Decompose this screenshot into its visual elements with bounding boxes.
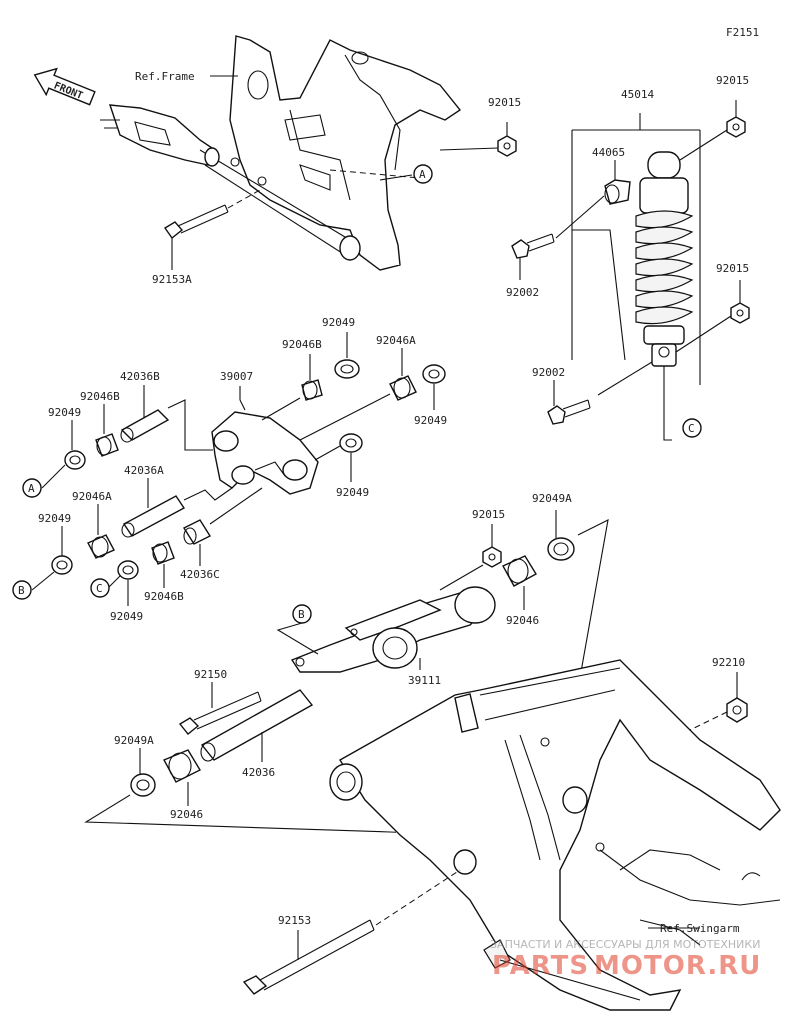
bearing-92046A-left bbox=[87, 504, 115, 559]
svg-text:C: C bbox=[96, 582, 103, 595]
svg-text:A: A bbox=[28, 482, 35, 495]
label-92015-right-mid: 92015 bbox=[716, 262, 749, 275]
bolt-92002-top bbox=[511, 195, 605, 280]
bolt-92150 bbox=[178, 682, 262, 735]
seal-92049-right-b bbox=[314, 433, 363, 482]
seal-92049A-center bbox=[547, 510, 575, 561]
nut-92015-right-mid bbox=[675, 280, 750, 353]
label-92046B-top: 92046B bbox=[282, 338, 322, 351]
label-42036: 42036 bbox=[242, 766, 275, 779]
label-92153: 92153 bbox=[278, 914, 311, 927]
label-92015-center: 92015 bbox=[472, 508, 505, 521]
watermark-brand-left: PARTS bbox=[492, 951, 589, 981]
seal-92049-bottom bbox=[107, 560, 139, 606]
label-92002-mid: 92002 bbox=[532, 366, 565, 379]
bearing-92046B-bottom bbox=[151, 541, 175, 588]
label-39007: 39007 bbox=[220, 370, 253, 383]
seal-92049-left bbox=[41, 420, 86, 489]
callout-b-left: B bbox=[12, 580, 32, 600]
label-92046-left: 92046 bbox=[170, 808, 203, 821]
label-44065: 44065 bbox=[592, 146, 625, 159]
label-92046A-left: 92046A bbox=[72, 490, 112, 503]
ref-frame-label: Ref.Frame bbox=[135, 70, 195, 83]
bolt-92002-mid bbox=[547, 361, 653, 425]
bolt-92153 bbox=[242, 869, 461, 995]
sleeve-42036A bbox=[121, 478, 233, 538]
label-92049-bottom: 92049 bbox=[110, 610, 143, 623]
collar-44065 bbox=[604, 160, 631, 205]
bearing-92046-center bbox=[502, 555, 537, 610]
watermark: ЗАПЧАСТИ И АКСЕССУАРЫ ДЛЯ МОТОТЕХНИКИ PA… bbox=[490, 938, 761, 981]
watermark-subtitle: ЗАПЧАСТИ И АКСЕССУАРЫ ДЛЯ МОТОТЕХНИКИ bbox=[490, 938, 760, 951]
seal-92049A-left bbox=[130, 748, 156, 797]
seal-92049-top bbox=[334, 332, 360, 379]
watermark-brand-right: MOTOR.RU bbox=[594, 951, 761, 981]
sleeve-42036B bbox=[120, 385, 213, 451]
svg-text:B: B bbox=[18, 584, 25, 597]
label-92153A: 92153A bbox=[152, 273, 192, 286]
label-92049-top: 92049 bbox=[322, 316, 355, 329]
frame-assembly bbox=[100, 35, 462, 271]
front-arrow-icon: FRONT bbox=[33, 67, 96, 106]
label-92150: 92150 bbox=[194, 668, 227, 681]
sleeve-42036C bbox=[182, 487, 263, 566]
callout-c-shock: C bbox=[682, 418, 702, 438]
callout-c-left: C bbox=[90, 578, 110, 598]
svg-text:A: A bbox=[419, 168, 426, 181]
shock-absorber-45014 bbox=[571, 113, 701, 441]
label-92046B-bottom: 92046B bbox=[144, 590, 184, 603]
figure-code: F2151 bbox=[726, 26, 759, 39]
bearing-92046B-left bbox=[95, 404, 119, 457]
svg-text:C: C bbox=[688, 422, 695, 435]
bearing-92046-left bbox=[163, 749, 201, 806]
label-92015-right-top: 92015 bbox=[716, 74, 749, 87]
nut-92210 bbox=[689, 672, 748, 731]
label-45014: 45014 bbox=[621, 88, 654, 101]
callout-a-frame: A bbox=[379, 164, 433, 184]
bolt-92153A bbox=[163, 204, 229, 240]
label-92210: 92210 bbox=[712, 656, 745, 669]
label-92046B-left: 92046B bbox=[80, 390, 120, 403]
label-92049-right-a: 92049 bbox=[414, 414, 447, 427]
seal-92049-right-a bbox=[422, 364, 446, 410]
bearing-92046B-top bbox=[261, 354, 323, 421]
label-92015-top: 92015 bbox=[488, 96, 521, 109]
nut-92015-top bbox=[439, 122, 517, 157]
label-92049A-center: 92049A bbox=[532, 492, 572, 505]
swingarm-assembly bbox=[329, 659, 781, 1011]
svg-text:B: B bbox=[298, 608, 305, 621]
nut-92015-center bbox=[439, 524, 502, 591]
label-92002-top: 92002 bbox=[506, 286, 539, 299]
rocker-arm-39007 bbox=[211, 399, 319, 495]
label-42036B: 42036B bbox=[120, 370, 160, 383]
sleeve-42036 bbox=[200, 689, 314, 762]
tie-rod-39111 bbox=[290, 586, 496, 673]
label-92049A-left: 92049A bbox=[114, 734, 154, 747]
label-92049-left: 92049 bbox=[48, 406, 81, 419]
seal-92049-left-b bbox=[31, 526, 73, 591]
label-92049-right-b: 92049 bbox=[336, 486, 369, 499]
shock-spring bbox=[635, 210, 694, 325]
label-92046A-top: 92046A bbox=[376, 334, 416, 347]
label-42036A: 42036A bbox=[124, 464, 164, 477]
label-92046-center: 92046 bbox=[506, 614, 539, 627]
label-92049-left-b: 92049 bbox=[38, 512, 71, 525]
label-39111: 39111 bbox=[408, 674, 441, 687]
callout-b-center: B bbox=[276, 604, 319, 655]
nut-92015-right-top bbox=[679, 100, 746, 161]
callout-a-left: A bbox=[22, 478, 42, 498]
label-42036C: 42036C bbox=[180, 568, 220, 581]
bearing-92046A-top bbox=[299, 348, 417, 441]
